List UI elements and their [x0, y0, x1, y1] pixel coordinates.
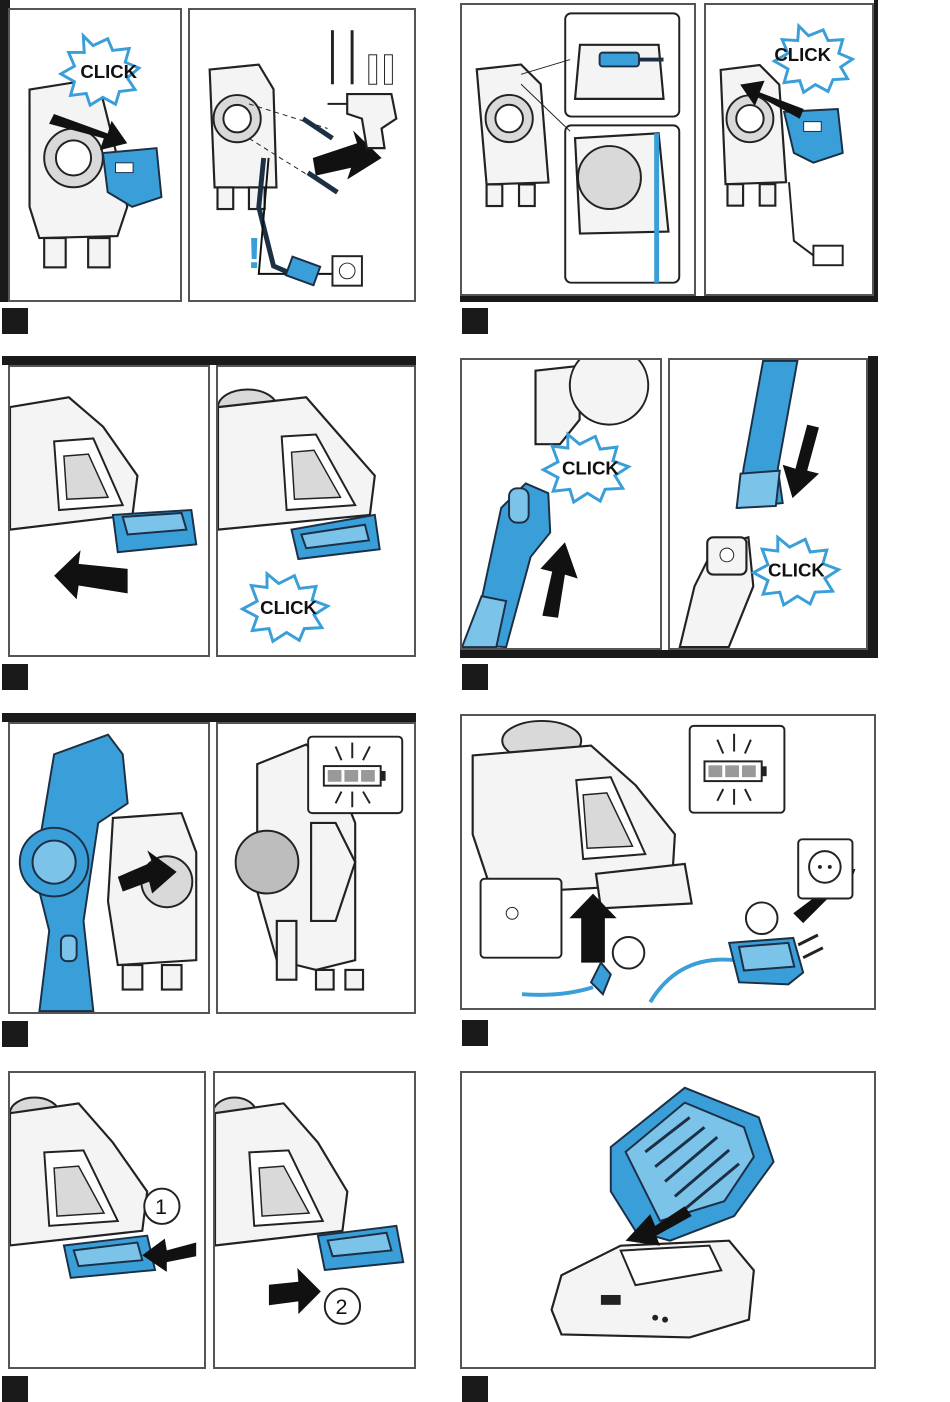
frame-bar — [2, 356, 416, 365]
frame-bar — [460, 296, 878, 302]
panel-cable-click: CLICK — [704, 3, 874, 296]
step-marker — [2, 1376, 28, 1402]
step-number-one: 1 — [155, 1194, 167, 1219]
step-marker — [462, 308, 488, 334]
panel-battery-click: CLICK — [216, 365, 416, 657]
panel-mount-click: CLICK — [8, 8, 182, 302]
step-marker — [462, 1020, 488, 1046]
step-marker — [462, 664, 488, 690]
warning-mark: ! — [247, 230, 261, 278]
click-label: CLICK — [774, 44, 831, 65]
click-label: CLICK — [80, 61, 137, 82]
panel-dock-insert — [8, 722, 210, 1014]
click-burst: CLICK — [10, 10, 180, 300]
frame-bar — [460, 650, 878, 658]
step-number-two: 2 — [336, 1294, 348, 1319]
panel-tube-up: CLICK — [460, 358, 662, 650]
panel-dock-indicator — [216, 722, 416, 1014]
frame-bar — [2, 713, 416, 722]
frame-bar — [874, 0, 878, 302]
frame-bar — [868, 356, 878, 658]
panel-tube-down: CLICK — [668, 358, 868, 650]
panel-mount-screws: ! — [188, 8, 416, 302]
panel-battery-press: 1 — [8, 1071, 206, 1369]
panel-battery-slide — [8, 365, 210, 657]
panel-battery-pull: 2 — [213, 1071, 416, 1369]
step-marker — [462, 1376, 488, 1402]
panel-charge-connect — [460, 714, 876, 1010]
panel-charger — [460, 1071, 876, 1369]
step-marker — [2, 664, 28, 690]
step-marker — [2, 1021, 28, 1047]
click-label: CLICK — [768, 560, 825, 581]
panel-cable-route — [460, 3, 696, 296]
step-marker — [2, 308, 28, 334]
click-label: CLICK — [562, 458, 619, 479]
click-label: CLICK — [260, 597, 317, 618]
